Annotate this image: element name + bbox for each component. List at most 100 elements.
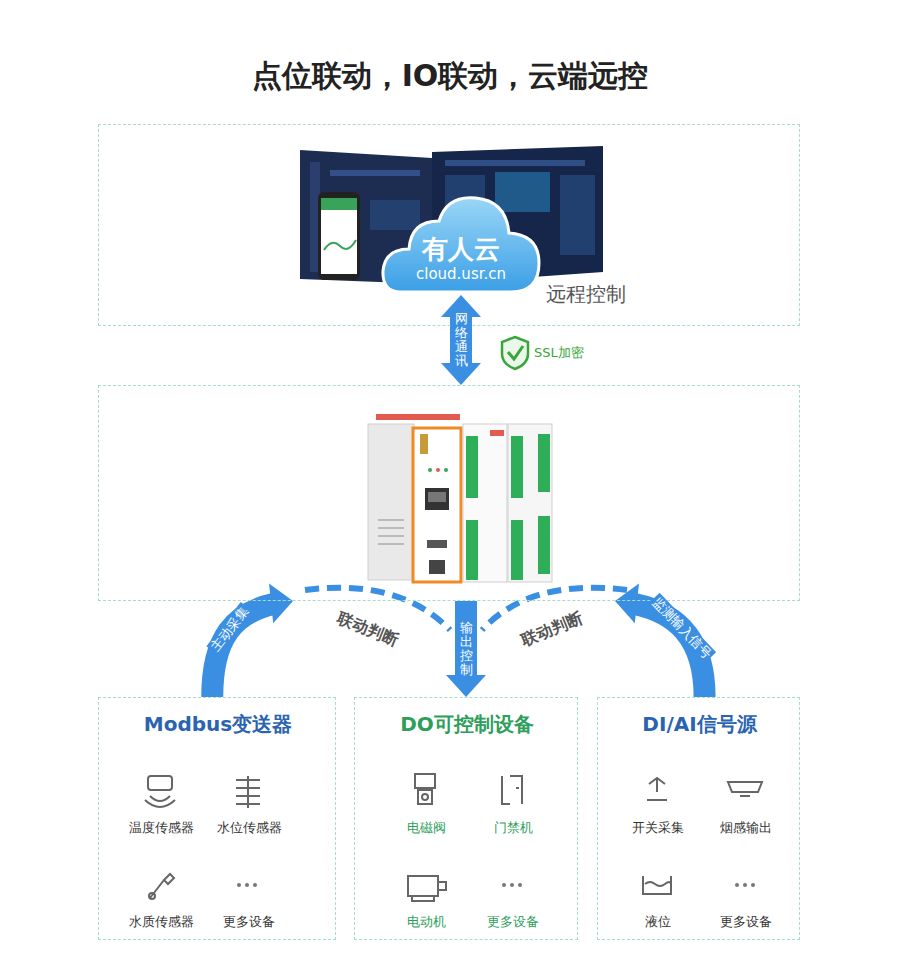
device-icons-part bbox=[728, 782, 762, 792]
ssl-shield-part bbox=[502, 337, 528, 369]
dashboard-screens-part bbox=[495, 172, 550, 212]
cloud-url: cloud.usr.cn bbox=[416, 265, 506, 283]
device-icons bbox=[145, 774, 762, 901]
gateway-device-part bbox=[511, 436, 523, 498]
gateway-device-part bbox=[538, 516, 550, 574]
dashboard-screens-part bbox=[445, 160, 585, 166]
gateway-device-part bbox=[538, 434, 550, 492]
dashboard-screens-part bbox=[321, 198, 357, 210]
item-label: 更多设备 bbox=[223, 914, 275, 930]
dashboard-screens-part bbox=[324, 240, 356, 250]
arrow-head bbox=[269, 583, 293, 623]
cloud-panel: 远程控制有人云cloud.usr.cn bbox=[98, 124, 800, 326]
device-icons-part bbox=[418, 790, 432, 804]
cloud-name: 有人云 bbox=[422, 234, 500, 265]
gateway-device-part bbox=[413, 428, 461, 582]
linkage-dashed-arcs-part bbox=[305, 588, 450, 630]
gateway-device-part bbox=[428, 492, 446, 502]
gateway-device-part bbox=[463, 424, 507, 582]
linkage-label: 联动判断 bbox=[332, 606, 404, 650]
box-heading: DI/AI信号源 bbox=[642, 712, 756, 736]
arrow-head bbox=[441, 363, 481, 385]
edge-label: 网络通讯 bbox=[452, 312, 471, 369]
item-label: 电磁阀 bbox=[407, 820, 446, 836]
gateway-device-part bbox=[490, 430, 504, 436]
dashboard-screens-part bbox=[560, 175, 595, 255]
item-label: 更多设备 bbox=[720, 914, 772, 930]
item-label: 更多设备 bbox=[487, 914, 539, 930]
device-group-box: DI/AI信号源开关采集烟感输出液位更多设备 bbox=[597, 697, 800, 940]
ssl-shield-part bbox=[508, 346, 523, 359]
more-ellipsis-part bbox=[751, 883, 755, 887]
arrow-head bbox=[615, 583, 639, 623]
device-icons-part bbox=[145, 800, 175, 807]
device-icons-part bbox=[412, 896, 434, 901]
gateway-device-part bbox=[511, 520, 523, 580]
device-icons-part bbox=[408, 876, 438, 896]
gateway-device-part bbox=[378, 519, 404, 521]
more-ellipsis-part bbox=[502, 883, 506, 887]
gateway-device-part bbox=[444, 468, 448, 472]
more-ellipsis-part bbox=[510, 883, 514, 887]
ssl-label: SSL加密 bbox=[534, 345, 584, 361]
device-group-box: DO可控制设备电磁阀门禁机电动机更多设备 bbox=[354, 697, 578, 940]
device-icons-part bbox=[740, 795, 750, 797]
gateway-device-part bbox=[376, 414, 460, 420]
gateway-panel bbox=[98, 385, 800, 601]
item-label: 液位 bbox=[645, 914, 671, 930]
item-label: 门禁机 bbox=[494, 820, 533, 836]
gateway-device-part bbox=[378, 543, 404, 545]
more-ellipsis-part bbox=[253, 883, 257, 887]
cloud-path bbox=[383, 198, 539, 292]
gateway-device-part bbox=[466, 520, 478, 580]
more-ellipsis-part bbox=[237, 883, 241, 887]
arrow-head bbox=[441, 295, 481, 317]
device-icons-part bbox=[502, 776, 522, 804]
ssl-shield bbox=[502, 337, 528, 369]
box-heading: Modbus变送器 bbox=[144, 712, 292, 736]
arrow-head bbox=[446, 675, 486, 697]
linkage-dashed-arcs-part bbox=[482, 588, 627, 630]
flow-arrow bbox=[212, 601, 293, 697]
gateway-device-part bbox=[368, 424, 414, 580]
item-label: 水质传感器 bbox=[129, 914, 194, 930]
dashboard-screens-part bbox=[321, 198, 357, 274]
dashboard-screens-part bbox=[330, 170, 420, 176]
edge-label: 主动采集 bbox=[206, 602, 253, 656]
gateway-device-part bbox=[427, 540, 447, 548]
device-icons-part bbox=[422, 794, 428, 800]
device-icons-part bbox=[150, 874, 174, 898]
gateway-device-part bbox=[425, 488, 449, 510]
dashboard-screens-part bbox=[370, 200, 420, 230]
device-icons-part bbox=[149, 893, 155, 899]
more-ellipsis-part bbox=[735, 883, 739, 887]
edge-label: 输出控制 bbox=[457, 621, 476, 678]
device-icons-part bbox=[643, 876, 671, 894]
device-icons-part bbox=[647, 778, 667, 800]
gateway-device-part bbox=[508, 424, 552, 582]
box-heading: DO可控制设备 bbox=[400, 712, 534, 736]
edge-label: 监测输入信号 bbox=[648, 593, 716, 664]
more-ellipsis-part bbox=[245, 883, 249, 887]
gateway-device-part bbox=[420, 434, 428, 454]
gateway-device-part bbox=[378, 535, 404, 537]
gateway-device bbox=[368, 414, 552, 582]
dashboard-screens-part bbox=[318, 192, 360, 280]
device-icons-part bbox=[148, 776, 172, 790]
gateway-device-part bbox=[466, 436, 478, 498]
cloud-text-holder: 有人云cloud.usr.cn bbox=[381, 191, 541, 295]
item-label: 烟感输出 bbox=[720, 820, 772, 836]
gateway-device-part bbox=[436, 468, 440, 472]
gateway-device-part bbox=[429, 560, 445, 574]
device-icons-part bbox=[645, 882, 671, 886]
device-group-box: Modbus变送器温度传感器 水位传感器水质传感器 更多设备 bbox=[98, 697, 336, 940]
more-ellipsis-part bbox=[518, 883, 522, 887]
item-label: 水位传感器 bbox=[217, 820, 282, 836]
item-label: 温度传感器 bbox=[129, 820, 194, 836]
box-heading: 远程控制 bbox=[546, 282, 626, 306]
page-title: 点位联动，IO联动，云端远控 bbox=[0, 58, 900, 94]
device-icons-part bbox=[247, 776, 249, 808]
cloud-shape: 有人云cloud.usr.cn bbox=[381, 191, 541, 295]
linkage-label: 联动判断 bbox=[516, 606, 588, 650]
